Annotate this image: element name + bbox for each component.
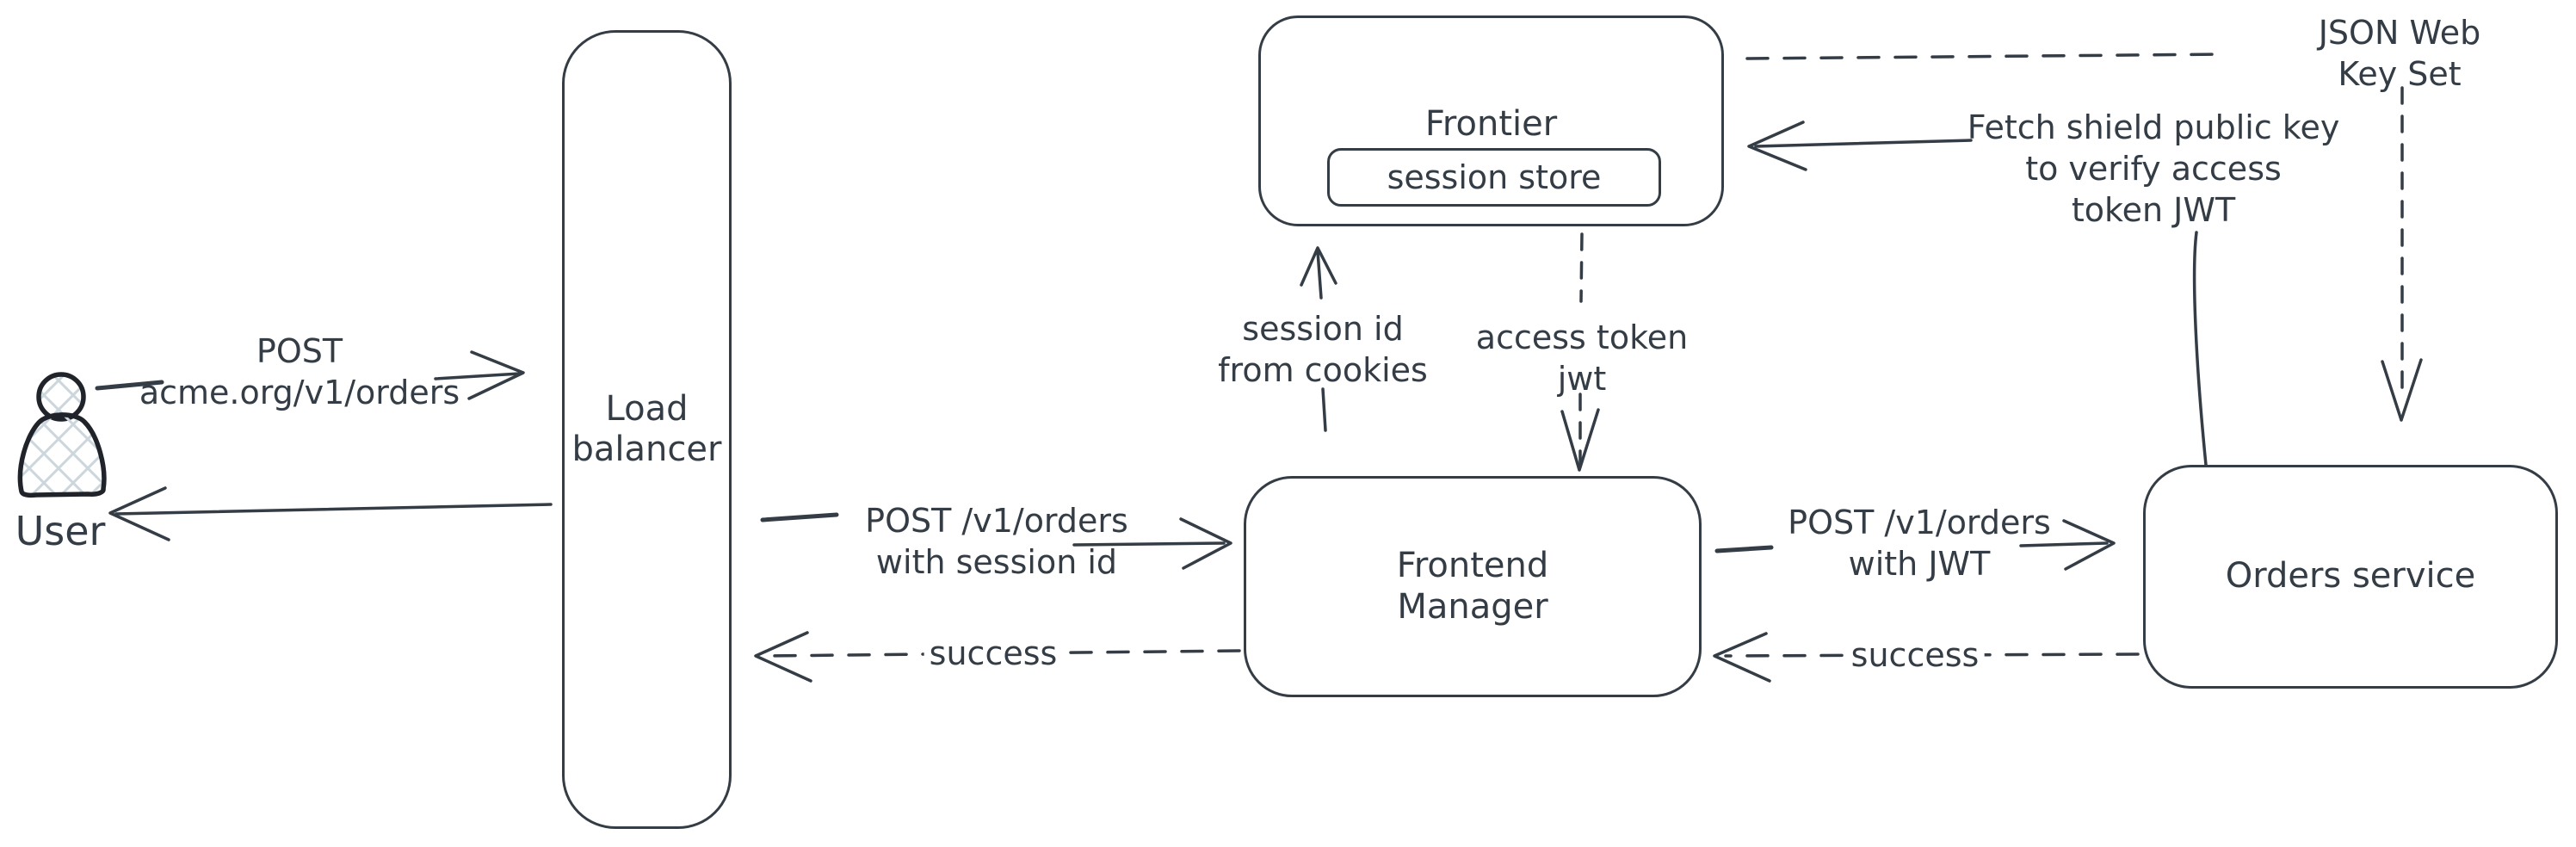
edge-label-fetch-key: Fetch shield public key to verify access… [1967,108,2340,229]
user-icon [17,372,107,498]
edge-label-success-left: success [924,634,1063,675]
edge-label-post-session: POST /v1/orders with session id [865,502,1128,581]
arrow-lb-to-fm [760,512,1232,570]
frontend-manager-label: Frontend Manager [1396,546,1549,627]
arrow-frontier-to-fm [1560,232,1600,472]
edge-label-session-cookies: session id from cookies [1218,310,1428,389]
load-balancer-label: Load balancer [571,388,722,469]
session-store-label: session store [1387,158,1602,196]
edge-label-access-token: access token jwt [1475,318,1689,398]
edge-label-post-jwt: POST /v1/orders with JWT [1788,504,2051,583]
arrow-lb-to-user [108,486,553,541]
arrow-orders-to-frontier [1747,121,2208,467]
orders-service-label: Orders service [2225,556,2476,597]
node-orders-service: Orders service [2143,465,2558,689]
arrow-fm-to-frontier [1300,246,1337,432]
user-label: User [15,508,106,555]
arrow-frontier-to-jwks [1745,53,2423,422]
edge-label-jwks: JSON Web Key Set [2318,14,2481,93]
node-session-store: session store [1327,148,1661,207]
node-frontend-manager: Frontend Manager [1244,476,1702,697]
edge-label-post-acme: POST acme.org/v1/orders [139,332,460,411]
node-load-balancer: Load balancer [562,30,732,829]
arrow-fm-to-orders [1714,519,2116,571]
frontier-label: Frontier [1424,104,1558,144]
arrow-user-to-lb [95,350,525,400]
edge-label-success-right: success [1845,635,1985,677]
